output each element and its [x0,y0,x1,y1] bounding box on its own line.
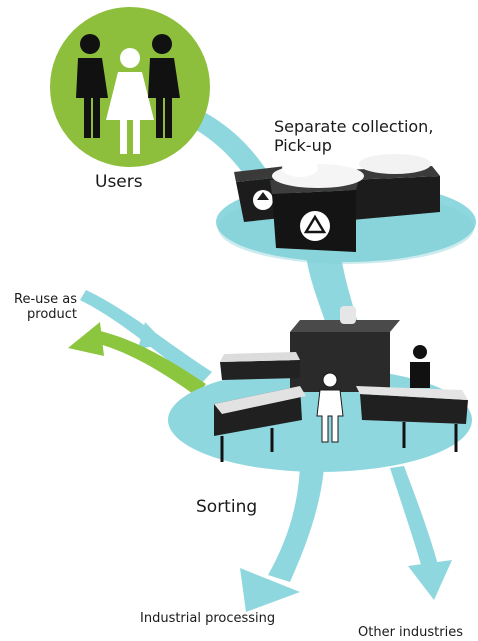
arrow-other-industries [390,466,438,568]
collection-label: Separate collection, Pick-up [274,117,434,155]
male-user-icon-right [148,34,180,138]
worker-icon [316,372,344,443]
arrow-industrial-head [240,568,300,612]
recycling-bin-front [270,159,364,252]
conveyor-left [220,352,300,380]
reuse-arrow-green-head [68,322,104,356]
other-industries-label: Other industries [358,625,463,640]
arrow-industrial-processing [268,466,324,582]
reuse-arrow-cyan-head [138,322,166,349]
recycling-bin-right [344,154,440,220]
sorting-label: Sorting [196,497,258,517]
worker-icon-right [410,345,430,388]
conveyor-right [356,386,468,452]
industrial-processing-label: Industrial processing [140,611,276,626]
users-label: Users [95,172,143,192]
female-user-icon [106,48,154,154]
sorting-machine [290,306,400,392]
reuse-arrow-green [92,330,206,396]
reuse-label: Re-use as product [14,292,78,322]
conveyor-front [214,386,306,462]
recycling-icon [300,211,330,241]
male-user-icon [76,34,108,138]
arrow-other-head [408,560,452,600]
